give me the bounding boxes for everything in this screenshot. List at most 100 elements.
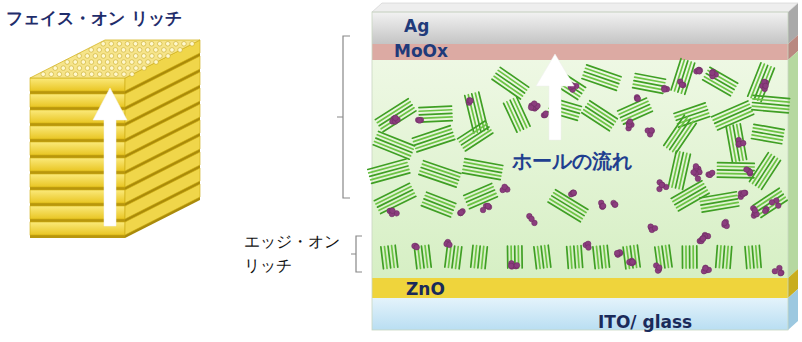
polymer-chain — [692, 246, 694, 268]
fullerene-cluster — [648, 224, 658, 233]
molecule-dot — [158, 54, 163, 59]
polymer-chain — [723, 246, 725, 268]
fullerene-cluster — [627, 258, 636, 266]
polymer-chain — [623, 247, 626, 269]
polymer-chain — [718, 114, 754, 130]
molecule-dot — [150, 54, 155, 59]
molecule-dot — [146, 60, 151, 65]
fullerene — [701, 235, 707, 241]
fullerene — [468, 98, 474, 104]
polymer-chain — [452, 246, 455, 268]
molecule-dot — [101, 54, 106, 59]
polymer-chain — [752, 106, 788, 109]
polymer-chain — [496, 73, 524, 93]
polymer-chain — [682, 154, 690, 189]
lamella-stack — [716, 245, 732, 268]
lamella-stack — [458, 121, 493, 151]
polymer-chain — [673, 121, 694, 151]
polymer-chain — [759, 245, 761, 267]
molecule-dot — [166, 54, 171, 59]
molecule-dot — [162, 48, 167, 53]
fullerene-cluster — [583, 241, 591, 250]
polymer-chain — [710, 67, 738, 83]
device-outline — [372, 12, 788, 330]
molecule-dot — [57, 72, 62, 77]
fullerene-cluster — [598, 200, 606, 210]
polymer-chain — [376, 138, 412, 152]
fullerene — [659, 182, 665, 188]
fullerene — [502, 184, 508, 190]
fullerene-clusters — [387, 67, 784, 276]
polymer-chain — [752, 246, 754, 268]
fullerene-cluster — [738, 190, 748, 200]
fullerene-cluster — [744, 167, 753, 177]
fullerene — [634, 96, 640, 102]
fullerene — [693, 163, 699, 169]
molecule-dot — [105, 60, 110, 65]
molecule-dot — [101, 66, 106, 71]
polymer-chain — [379, 105, 412, 126]
molecule-dot — [85, 54, 90, 59]
molecule-dot — [105, 48, 110, 53]
lamella-stack — [752, 95, 790, 113]
fullerene-cluster — [466, 97, 473, 105]
fullerene-cluster — [709, 69, 718, 79]
polymer-chain — [461, 127, 489, 145]
molecule-dot — [122, 72, 127, 77]
polymer-chain — [753, 188, 779, 205]
polymer-chain — [574, 246, 576, 268]
polymer-chain — [474, 246, 476, 268]
molecule-dot — [85, 66, 90, 71]
polymer-chain — [372, 173, 410, 183]
polymer-chain — [662, 246, 665, 268]
polymer-chain — [719, 246, 721, 268]
lamella-stack — [750, 153, 781, 190]
fullerene — [627, 119, 633, 125]
molecule-dot — [81, 72, 86, 77]
lamella-stack — [751, 124, 784, 143]
polymer-chain — [419, 106, 452, 108]
polymer-chain — [419, 174, 456, 187]
molecule-dot — [182, 42, 187, 47]
bracket — [337, 36, 350, 198]
lamella-stack — [703, 67, 738, 95]
fullerene-cluster — [415, 117, 423, 123]
fullerene-cluster — [568, 190, 576, 197]
molecule-dot — [170, 48, 175, 53]
fullerene — [752, 207, 758, 213]
molecule-dot — [117, 54, 122, 59]
lamella-stack — [464, 183, 498, 208]
lamella-stack — [375, 99, 416, 132]
fullerene — [763, 83, 769, 89]
fullerene — [571, 191, 577, 197]
polymer-chain — [464, 166, 502, 173]
fullerene — [652, 225, 658, 231]
fullerene-cluster — [760, 79, 769, 92]
fullerene — [571, 190, 577, 196]
fullerene-cluster — [691, 170, 701, 182]
polymer-chain — [392, 246, 395, 268]
molecule-dot — [106, 72, 111, 77]
molecule-dot — [41, 72, 46, 77]
fullerene — [600, 204, 606, 210]
polymer-chain — [715, 108, 751, 124]
molecule-dot — [113, 48, 118, 53]
molecule-dot — [137, 48, 142, 53]
fullerene — [691, 170, 697, 176]
polymer-chain — [666, 246, 669, 268]
molecule-dot — [141, 42, 146, 47]
fullerene-cluster — [661, 85, 669, 92]
molecule-dot — [77, 66, 82, 71]
fullerene-cluster — [390, 115, 401, 124]
polymer-chain — [756, 246, 758, 268]
fullerene — [514, 263, 520, 269]
polymer-chain — [702, 206, 739, 212]
polymer-chain — [667, 117, 688, 147]
polymer-chain — [717, 176, 754, 178]
polymer-chain — [419, 113, 452, 115]
polymer-chain — [664, 115, 685, 145]
fullerene-cluster — [626, 119, 634, 131]
polymer-chain — [465, 133, 493, 151]
lamella-stack — [373, 131, 414, 159]
fullerene — [700, 236, 706, 242]
